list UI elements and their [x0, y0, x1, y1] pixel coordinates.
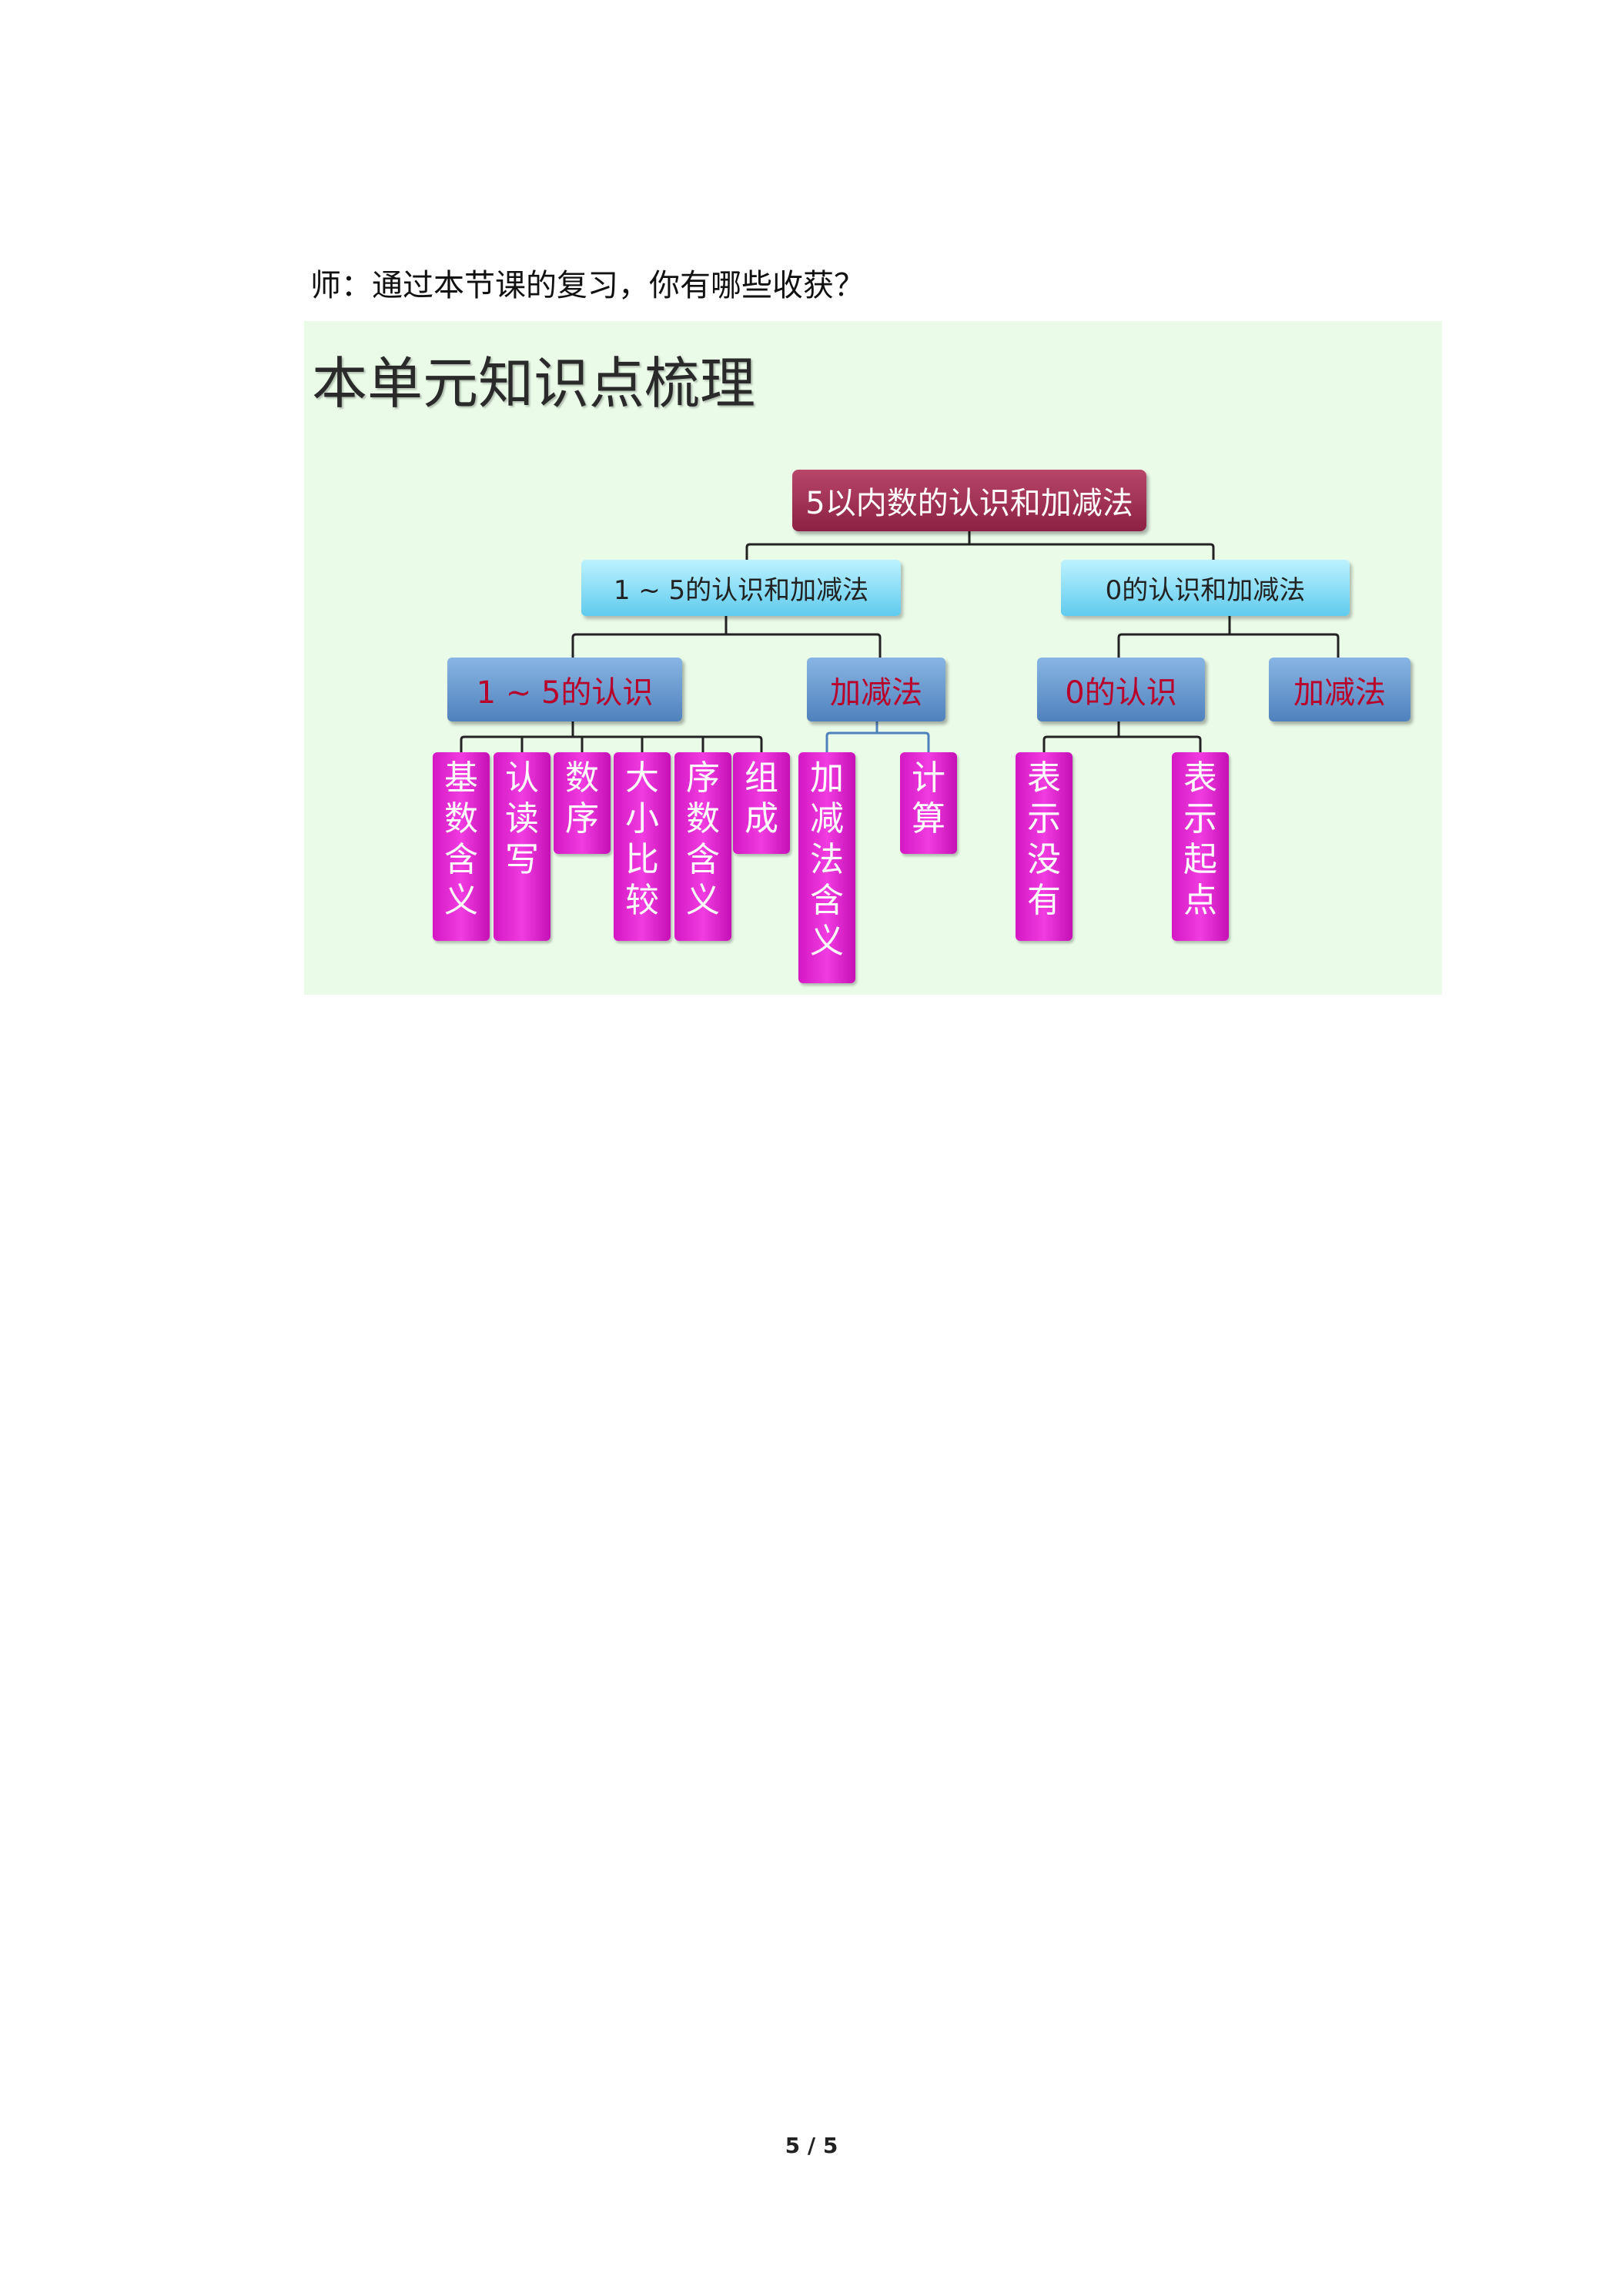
mind-map-slide: 本单元知识点梳理 5以内数的认识和加减法 1 ~ 5的认识和加减法 0的认识和加…	[304, 321, 1442, 995]
leaf-ordinal-meaning: 序数含义	[674, 752, 731, 941]
sub-b2-node: 加减法	[1269, 658, 1411, 721]
branch-b-node: 0的认识和加减法	[1061, 560, 1350, 616]
leaf-means-nothing: 表示没有	[1016, 752, 1073, 941]
root-node: 5以内数的认识和加减法	[792, 470, 1146, 531]
connector-branch-b	[1117, 616, 1340, 658]
connector-sub-a2	[825, 721, 930, 752]
teacher-question: 师：通过本节课的复习，你有哪些收获？	[310, 268, 865, 303]
leaf-means-start: 表示起点	[1172, 752, 1229, 941]
leaf-read-write: 认读写	[494, 752, 550, 941]
leaf-number-order: 数序	[554, 752, 611, 854]
connector-sub-a1	[460, 721, 763, 752]
connector-branch-a	[571, 616, 882, 658]
sub-a1-node: 1 ~ 5的认识	[447, 658, 682, 721]
slide-title: 本单元知识点梳理	[312, 351, 756, 416]
leaf-size-compare: 大小比较	[614, 752, 671, 941]
sub-a2-node: 加减法	[807, 658, 945, 721]
connector-root	[745, 531, 1215, 560]
leaf-addsub-meaning: 加减法含义	[798, 752, 855, 983]
leaf-calculation: 计算	[900, 752, 957, 854]
leaf-composition: 组成	[733, 752, 790, 854]
branch-a-node: 1 ~ 5的认识和加减法	[581, 560, 901, 616]
sub-b1-node: 0的认识	[1037, 658, 1205, 721]
tree-connectors	[460, 531, 1340, 752]
connector-sub-b1	[1042, 721, 1202, 752]
page-number: 5 / 5	[785, 2133, 838, 2158]
leaf-cardinal-meaning: 基数含义	[433, 752, 490, 941]
